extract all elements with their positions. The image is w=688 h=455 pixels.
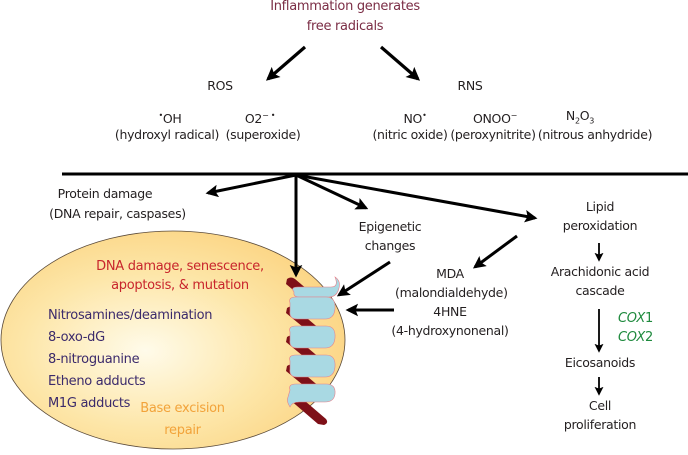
mda-label: MDA <box>436 266 464 281</box>
subscript: 2 <box>574 116 580 126</box>
cell-ellipse <box>0 230 346 450</box>
formula-n: N <box>565 108 575 123</box>
rns-peroxynitrite-name: (peroxynitrite) <box>450 127 536 142</box>
charge: − <box>510 111 518 120</box>
epigenetic-label-1: Epigenetic <box>358 219 422 234</box>
formula: OH <box>162 111 182 127</box>
hne-full-name: (4-hydroxynonenal) <box>391 323 509 338</box>
gene: COX <box>618 311 645 326</box>
gene-number: 2 <box>644 330 653 345</box>
arrow-to-lipid <box>295 173 538 223</box>
protein-damage-detail: (DNA repair, caspases) <box>49 206 186 221</box>
cell-proliferation-label-2: proliferation <box>563 417 637 432</box>
outcome-line-1: DNA damage, senescence, <box>96 259 264 274</box>
mda-full-name: (malondialdehyde) <box>395 285 508 300</box>
lesion-item: 8-oxo-dG <box>48 330 105 345</box>
lesion-item: M1G adducts <box>48 396 131 411</box>
arrow-lipid-to-mda <box>472 234 518 269</box>
enzyme-cox1: COX1 <box>618 309 678 328</box>
lesion-item: Etheno adducts <box>48 374 146 389</box>
subscript: 3 <box>589 116 595 126</box>
dna-helix-icon <box>286 276 340 425</box>
title-line-1: Inflammation generates <box>270 0 420 14</box>
hne-label: 4HNE <box>433 304 467 319</box>
lesion-item: 8-nitroguanine <box>48 352 140 367</box>
rns-nitrous-anhydride-formula: N2O3 <box>550 107 610 130</box>
enzyme-cox2: COX2 <box>618 328 678 347</box>
cell-proliferation-label-1: Cell <box>588 398 612 413</box>
charge: − <box>262 111 269 120</box>
epigenetic-label-2: changes <box>364 238 416 253</box>
rns-heading: RNS <box>457 78 483 93</box>
ros-hydroxyl-formula: •OH <box>130 107 210 127</box>
arachidonic-label-2: cascade <box>575 283 625 298</box>
ros-superoxide-name: (superoxide) <box>225 127 301 142</box>
rns-peroxynitrite-formula: ONOO− <box>455 107 535 127</box>
rns-nitric-oxide-formula: NO• <box>380 107 450 127</box>
lipid-label-1: Lipid <box>585 199 615 214</box>
eicosanoids-label: Eicosanoids <box>564 355 636 370</box>
radical-dot: • <box>422 111 427 120</box>
radical-dot: • <box>270 111 276 120</box>
rns-nitrous-anhydride-name: (nitrous anhydride) <box>537 127 653 142</box>
formula: O2 <box>244 111 263 127</box>
title-line-2: free radicals <box>306 19 384 34</box>
repair-label-2: repair <box>164 423 201 438</box>
radical-dot: • <box>158 111 163 120</box>
arrow-to-epigenetic <box>295 173 369 210</box>
outcome-line-2: apoptosis, & mutation <box>111 278 249 293</box>
lipid-label-2: peroxidation <box>562 218 638 233</box>
ros-heading: ROS <box>207 78 233 93</box>
arrow-to-ros <box>265 45 307 81</box>
arrow-epigenetic-to-dna <box>336 260 391 297</box>
rns-nitric-oxide-name: (nitric oxide) <box>372 127 448 142</box>
lesion-item: Nitrosamines/deamination <box>48 308 213 323</box>
repair-label-1: Base excision <box>140 401 225 416</box>
arachidonic-label-1: Arachidonic acid <box>550 264 650 279</box>
arrow-to-rns <box>379 45 421 81</box>
formula: ONOO <box>472 111 511 127</box>
formula-o: O <box>579 108 590 123</box>
protein-damage-label: Protein damage <box>57 186 153 201</box>
ros-hydroxyl-name: (hydroxyl radical) <box>114 127 220 142</box>
gene-number: 1 <box>644 311 653 326</box>
formula: NO <box>403 111 423 127</box>
gene: COX <box>618 330 645 345</box>
arrow-to-protein-damage <box>205 173 297 198</box>
ros-superoxide-formula: O2− • <box>220 107 300 127</box>
